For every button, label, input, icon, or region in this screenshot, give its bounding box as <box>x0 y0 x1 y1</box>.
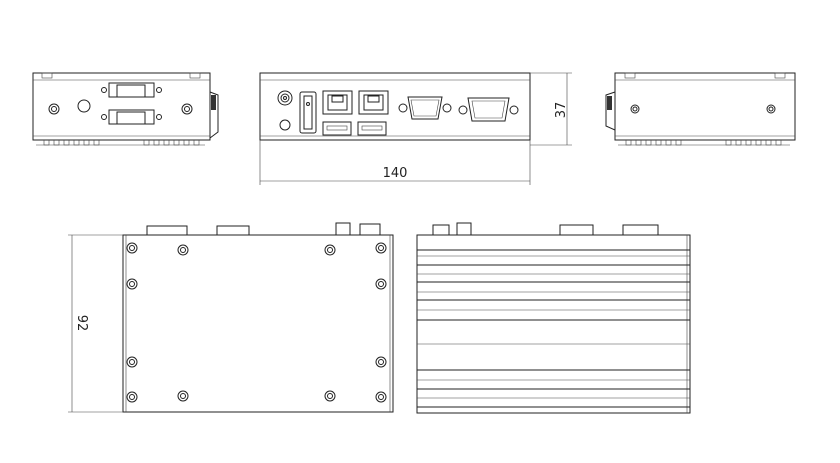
led-indicator <box>279 119 291 131</box>
screw-icon <box>129 394 135 400</box>
screw-icon <box>375 278 387 290</box>
screw-icon <box>378 394 384 400</box>
screw-icon <box>324 390 336 402</box>
front-view: 37 140 <box>259 72 572 185</box>
bottom-view: 92 <box>68 222 394 413</box>
terminal-block-top <box>101 82 162 98</box>
com-port <box>458 97 519 122</box>
screw-icon <box>375 242 387 254</box>
screw-icon <box>378 245 384 251</box>
usb-port-2 <box>357 121 387 136</box>
screw-icon <box>375 356 387 368</box>
foot-grooves <box>625 140 782 146</box>
screw-icon <box>378 359 384 365</box>
left-side-view <box>32 72 219 146</box>
screw-icon <box>129 281 135 287</box>
screw-icon <box>177 244 189 256</box>
screw-icon <box>327 393 333 399</box>
power-jack <box>277 90 293 106</box>
depth-dimension: 92 <box>74 315 89 332</box>
screw-icon <box>126 391 138 403</box>
screw-icon <box>126 242 138 254</box>
width-dimension: 140 <box>383 166 408 181</box>
lan-port-1 <box>322 90 353 115</box>
screw-icon <box>126 356 138 368</box>
screw-icon <box>324 244 336 256</box>
usb-port-1 <box>322 121 352 136</box>
lan-port-2 <box>358 90 389 115</box>
screw-icon <box>180 393 186 399</box>
vga-port <box>398 96 452 120</box>
screw-icon <box>129 359 135 365</box>
screw-icon <box>180 247 186 253</box>
screw-icon <box>327 247 333 253</box>
screw-icon <box>126 278 138 290</box>
screw-icon <box>129 245 135 251</box>
screw-icon <box>375 391 387 403</box>
foot-grooves <box>43 140 200 146</box>
height-dimension: 37 <box>554 102 569 119</box>
screw-icon <box>378 281 384 287</box>
right-side-view <box>605 72 796 146</box>
top-view <box>416 222 691 414</box>
power-switch <box>299 91 317 134</box>
screw-icon <box>177 390 189 402</box>
terminal-block-bottom <box>101 109 162 125</box>
